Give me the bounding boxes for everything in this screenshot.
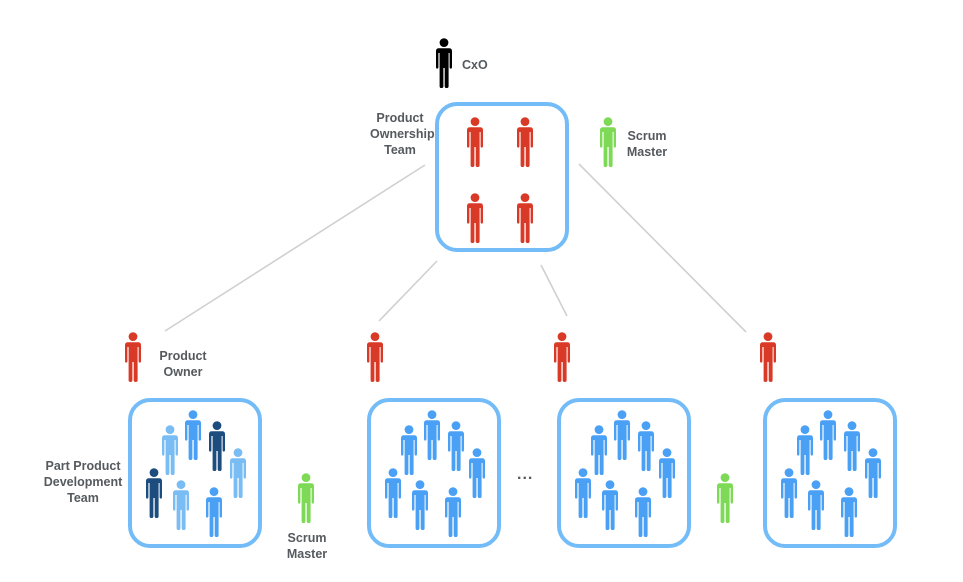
more-teams-ellipsis: ... xyxy=(517,466,534,483)
dev-team-label-line: Development xyxy=(43,475,123,489)
top-scrum-master-label: Scrum Master xyxy=(624,128,670,160)
team-product-owner-icon xyxy=(759,332,776,382)
dev-team-label-line: Team xyxy=(67,491,99,505)
connector-line xyxy=(378,260,438,322)
sm-label-line: Master xyxy=(286,547,328,561)
team-product-owner-icon xyxy=(553,332,570,382)
sm-label-line: Scrum xyxy=(627,129,667,143)
dev-team-label-line: Part Product xyxy=(45,459,121,473)
team-scrum-master-label: Scrum Master xyxy=(284,530,330,562)
sm-label-line: Scrum xyxy=(287,531,327,545)
team-product-owner-icon xyxy=(366,332,383,382)
po-label-line: Product xyxy=(159,349,207,363)
team-scrum-master-icon xyxy=(297,473,314,523)
product-ownership-team-label: Product Ownership Team xyxy=(370,110,435,158)
product-owner-label: Product Owner xyxy=(156,348,210,380)
team-scrum-master-icon xyxy=(716,473,733,523)
cxo-label: CxO xyxy=(462,57,488,73)
cxo-label-text: CxO xyxy=(462,58,488,72)
connector-line xyxy=(540,264,568,317)
sm-label-line: Master xyxy=(626,145,668,159)
cxo-person-icon xyxy=(435,38,452,88)
pot-label-line: Ownership xyxy=(370,127,435,141)
pot-label-line: Team xyxy=(384,143,416,157)
pot-label-line: Product xyxy=(376,111,424,125)
product-ownership-team-box xyxy=(435,102,569,252)
top-scrum-master-icon xyxy=(599,117,616,167)
po-label-line: Owner xyxy=(163,365,203,379)
connector-line xyxy=(164,164,426,332)
team-product-owner-icon xyxy=(124,332,141,382)
team-boxes xyxy=(128,102,897,548)
dev-team-label: Part Product Development Team xyxy=(40,458,126,506)
connector-lines xyxy=(164,163,747,333)
connector-line xyxy=(578,163,747,333)
